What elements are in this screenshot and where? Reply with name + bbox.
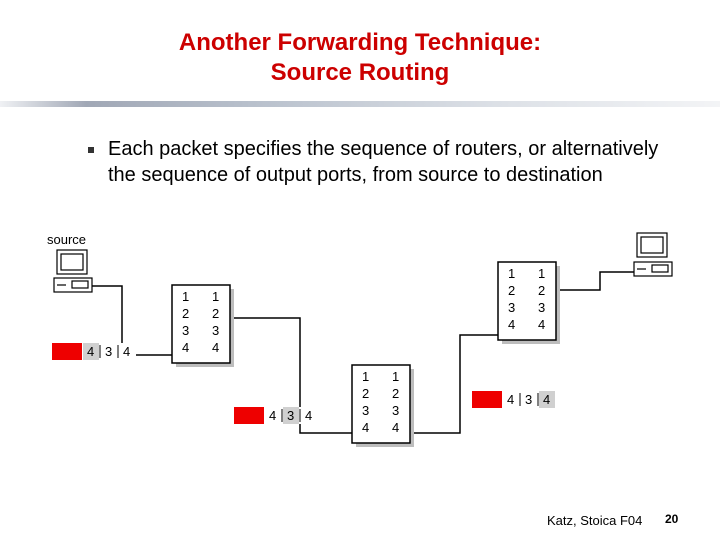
router-b-out-port-1: 1 xyxy=(392,369,399,384)
source-label: source xyxy=(47,232,87,247)
router-a-out-port-1: 1 xyxy=(212,289,219,304)
link-router-b-to-router-c xyxy=(410,334,498,434)
packet-at-source-payload xyxy=(52,343,82,360)
link-router-c-to-destination xyxy=(556,271,636,291)
packet-mid-hop-2: 4 xyxy=(305,408,312,423)
router-c-out-port-2: 2 xyxy=(538,283,545,298)
router-b-in-port-2: 2 xyxy=(362,386,369,401)
router-a-out-port-2: 2 xyxy=(212,306,219,321)
packet-at-source-hop-1: 3 xyxy=(105,344,112,359)
router-a-in-port-2: 2 xyxy=(182,306,189,321)
packet-near-dest-payload xyxy=(472,391,502,408)
network-links xyxy=(92,271,636,434)
router-a-in-port-1: 1 xyxy=(182,289,189,304)
destination-computer-icon xyxy=(633,232,673,277)
router-b-in-port-3: 3 xyxy=(362,403,369,418)
router-a-out-port-3: 3 xyxy=(212,323,219,338)
bullet-text: Each packet specifies the sequence of ro… xyxy=(108,138,659,186)
router-a-body xyxy=(171,284,231,364)
router-c-in-port-4: 4 xyxy=(508,317,515,332)
slide-title: Another Forwarding Technique: Source Rou… xyxy=(0,28,720,88)
router-c-in-port-1: 1 xyxy=(508,266,515,281)
router-c-in-port-2: 2 xyxy=(508,283,515,298)
footer-credit: Katz, Stoica F04 xyxy=(547,513,643,528)
router-c-in-port-3: 3 xyxy=(508,300,515,315)
router-c: 1 1 2 2 3 3 4 4 xyxy=(497,261,560,344)
router-a-in-port-4: 4 xyxy=(182,340,189,355)
router-b-body xyxy=(351,364,411,444)
router-c-out-port-4: 4 xyxy=(538,317,545,332)
router-b-in-port-1: 1 xyxy=(362,369,369,384)
router-b-out-port-4: 4 xyxy=(392,420,399,435)
slide-title-line-1: Another Forwarding Technique: xyxy=(178,29,542,56)
link-router-a-to-router-b xyxy=(229,317,352,434)
router-c-out-port-1: 1 xyxy=(538,266,545,281)
source-computer-icon xyxy=(53,249,93,293)
router-a: 1 1 2 2 3 3 4 4 xyxy=(171,284,234,367)
router-b: 1 1 2 2 3 3 4 4 xyxy=(351,364,414,447)
page-number: 20 xyxy=(665,512,679,526)
packet-at-source-hop-0: 4 xyxy=(87,344,94,359)
title-divider xyxy=(0,101,720,107)
router-a-out-port-4: 4 xyxy=(212,340,219,355)
packet-mid-current-hop xyxy=(283,407,299,424)
packet-mid-hop-1: 3 xyxy=(287,408,294,423)
packet-near-dest-hop-2: 4 xyxy=(543,392,550,407)
router-b-in-port-4: 4 xyxy=(362,420,369,435)
router-b-out-port-3: 3 xyxy=(392,403,399,418)
packet-mid-payload xyxy=(234,407,264,424)
link-source-to-router-a xyxy=(92,285,172,356)
packet-at-source-hop-2: 4 xyxy=(123,344,130,359)
router-b-out-port-2: 2 xyxy=(392,386,399,401)
packet-near-dest-current-hop xyxy=(539,391,555,408)
packet-mid-hop-0: 4 xyxy=(269,408,276,423)
router-c-out-port-3: 3 xyxy=(538,300,545,315)
bullet-icon xyxy=(88,147,94,153)
slide-title-line-2: Source Routing xyxy=(270,59,450,86)
packet-near-dest-hop-1: 3 xyxy=(525,392,532,407)
router-a-in-port-3: 3 xyxy=(182,323,189,338)
router-c-body xyxy=(497,261,557,341)
packet-at-source-current-hop xyxy=(83,343,99,360)
packet-near-dest-hop-0: 4 xyxy=(507,392,514,407)
